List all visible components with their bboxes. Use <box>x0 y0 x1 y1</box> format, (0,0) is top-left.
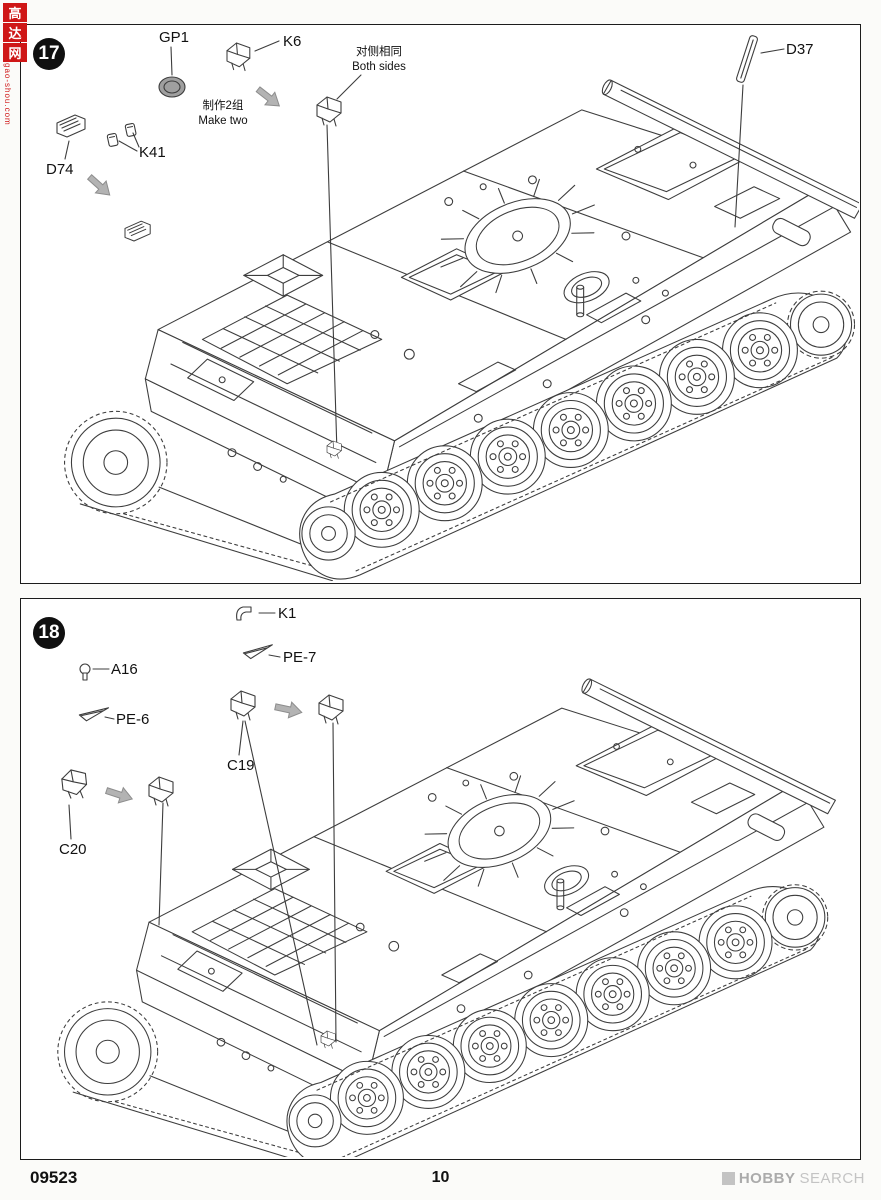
part-a16-glyph <box>79 663 91 681</box>
watermark-site: gao-shou.com <box>3 63 12 126</box>
leader-line <box>64 140 70 160</box>
watermark-char: 达 <box>3 23 27 42</box>
leader-line <box>336 74 362 100</box>
part-k6-glyph <box>226 42 251 72</box>
part-gp1-glyph <box>158 76 186 98</box>
watermark-logo: 高 达 网 gao-shou.com <box>3 3 29 126</box>
note-both-sides-en: Both sides <box>352 60 406 73</box>
leader-line <box>760 48 785 54</box>
note-both-sides: 对侧相同 Both sides <box>321 45 437 75</box>
step-17-diagram <box>56 34 859 581</box>
part-label-pe6: PE-6 <box>116 711 150 728</box>
note-make-two: 制作2组 Make two <box>171 99 275 129</box>
part-label-k1: K1 <box>278 605 297 622</box>
leader-line <box>244 720 318 1046</box>
callouts <box>56 34 785 459</box>
tank-illustration <box>65 78 859 580</box>
part-c19-glyph <box>318 694 344 725</box>
leader-line <box>254 40 280 52</box>
leader-line <box>158 802 164 926</box>
note-both-sides-cn: 对侧相同 <box>356 46 402 58</box>
hobbysearch-watermark: HOBBY SEARCH <box>721 1170 865 1187</box>
step-number-badge: 17 <box>33 38 65 70</box>
kit-number: 09523 <box>30 1168 78 1187</box>
brand-word-2: SEARCH <box>799 1170 865 1187</box>
leader-line <box>326 124 338 454</box>
page-number: 10 <box>431 1169 450 1186</box>
part-d37-glyph <box>735 34 759 84</box>
leader-line <box>268 654 281 658</box>
part-label-c19: C19 <box>227 757 255 774</box>
tank-illustration <box>58 677 836 1157</box>
callouts <box>60 606 344 1049</box>
part-label-c20: C20 <box>59 841 87 858</box>
hobbysearch-logo-icon <box>721 1172 735 1185</box>
leader-line <box>132 132 140 148</box>
brand-word-1: HOBBY <box>738 1170 796 1187</box>
step-18-panel: 18 K1 PE-7 A16 PE-6 C19 C20 <box>20 598 861 1160</box>
part-k41-glyph <box>106 132 119 148</box>
watermark-char: 网 <box>3 43 27 62</box>
leader-line <box>238 720 244 756</box>
part-label-pe7: PE-7 <box>283 649 317 666</box>
arrow-icon <box>103 782 136 808</box>
leader-line <box>104 716 115 720</box>
part-label-d74: D74 <box>46 161 74 178</box>
leader-line <box>734 84 744 228</box>
part-k41-glyph <box>124 122 137 138</box>
step-number-badge: 18 <box>33 617 65 649</box>
arrow-icon <box>83 170 116 202</box>
part-d74-glyph <box>56 114 86 138</box>
part-pe6-glyph <box>78 707 111 723</box>
note-make-two-cn: 制作2组 <box>202 100 244 112</box>
part-both-sides-glyph <box>316 96 342 127</box>
leader-line <box>170 46 173 76</box>
step-18-diagram <box>21 606 859 1157</box>
leader-line <box>118 140 138 152</box>
hull-bracket-glyph <box>124 220 151 242</box>
watermark-char: 高 <box>3 3 27 22</box>
part-pe7-glyph <box>242 644 275 661</box>
leader-line <box>332 722 337 1043</box>
part-label-a16: A16 <box>111 661 138 678</box>
part-label-d37: D37 <box>786 41 814 58</box>
arrow-icon <box>273 698 304 721</box>
part-label-gp1: GP1 <box>159 29 190 46</box>
part-k1-glyph <box>236 606 252 621</box>
part-c20-glyph <box>148 776 174 807</box>
leader-line <box>68 804 72 840</box>
part-c19-glyph <box>230 690 256 721</box>
step-17-panel: 17 GP1 K6 D37 D74 K41 对侧相同 Both sides 制作… <box>20 24 861 584</box>
note-make-two-en: Make two <box>198 114 248 127</box>
part-c20-glyph <box>60 767 89 801</box>
part-label-k6: K6 <box>283 33 302 50</box>
part-label-k41: K41 <box>139 144 166 161</box>
